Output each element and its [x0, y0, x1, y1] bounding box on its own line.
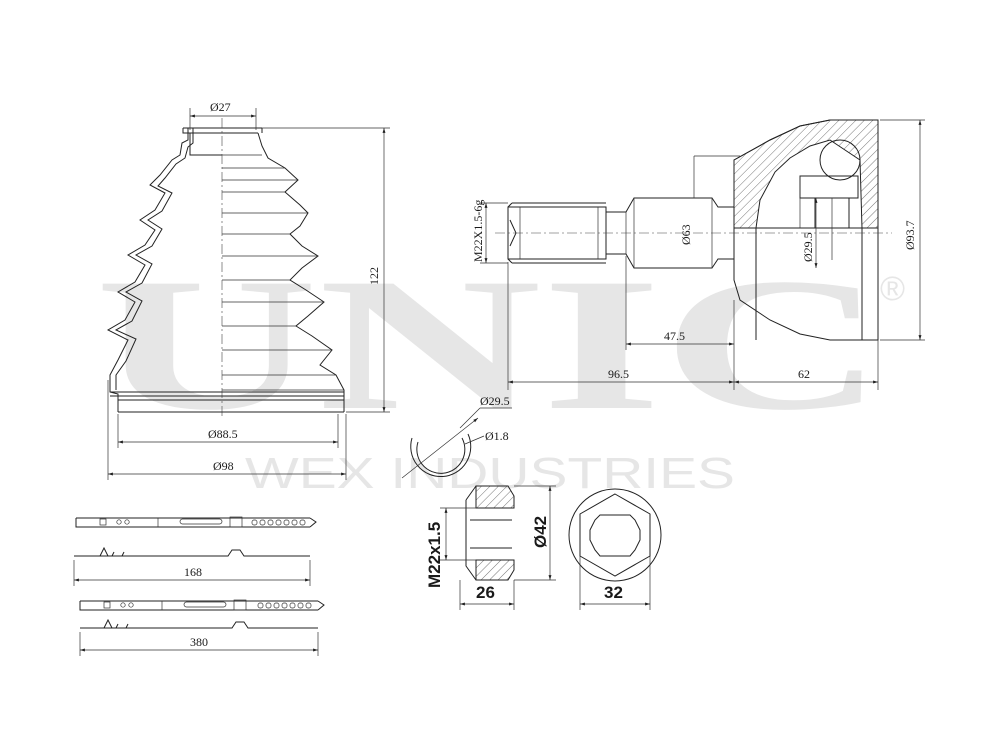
clamp-large-length-label: 380 — [190, 635, 208, 649]
clamp-small-length-label: 168 — [184, 565, 202, 579]
joint-inner-diameter-label: Ø29.5 — [801, 232, 815, 262]
nut-width-label: 32 — [604, 583, 623, 602]
joint-neck — [606, 197, 734, 269]
boot-section-outer — [106, 128, 189, 412]
boot-height-label: 122 — [367, 267, 381, 285]
circlip-drawing: Ø29.5 Ø1.8 — [401, 394, 512, 479]
boot-small-diameter-label: Ø27 — [210, 100, 231, 114]
joint-outer-diameter-label: Ø93.7 — [903, 220, 917, 250]
boot-drawing: Ø27 122 Ø88.5 Ø98 — [106, 100, 390, 480]
nut-side-outline — [465, 485, 514, 581]
joint-bell-hatch-top — [733, 119, 879, 229]
circlip-outer — [410, 433, 472, 477]
boot-outer-diameter-label: Ø98 — [213, 459, 234, 473]
nut-height-label: 26 — [476, 583, 495, 602]
clamp-large-holes — [257, 602, 312, 609]
nut-side-drawing: Ø42 M22x1.5 26 — [425, 485, 556, 610]
joint-cage — [799, 175, 859, 199]
joint-shaft-length-label: 47.5 — [664, 329, 685, 343]
watermark-brand: UNIC — [95, 240, 885, 450]
nut-thread-label: M22x1.5 — [425, 522, 444, 588]
nut-front-bore — [589, 514, 641, 557]
clamp-small-drawing: 168 — [73, 516, 317, 586]
nut-front-outer-circle — [568, 488, 662, 582]
circlip-inner — [416, 437, 466, 474]
clamp-small-band — [75, 517, 317, 528]
joint-shaft-diameter-label: Ø63 — [679, 224, 693, 245]
joint-stub-length-label: 96.5 — [608, 367, 629, 381]
boot-bottom-collar — [110, 391, 344, 413]
joint-ball — [819, 139, 861, 181]
nut-side-hatch-top — [475, 485, 515, 509]
clamp-large-drawing: 380 — [79, 599, 325, 656]
boot-band-diameter-label: Ø88.5 — [208, 427, 238, 441]
clamp-small-holes — [251, 519, 306, 526]
nut-front-hexagon — [579, 493, 651, 577]
joint-thread-label: M22X1.5-6g — [471, 200, 485, 262]
boot-exterior — [257, 132, 345, 412]
clamp-large-side — [80, 618, 318, 629]
boot-top-collar — [182, 127, 263, 156]
circlip-diameter-label: Ø29.5 — [480, 394, 510, 408]
nut-diameter-label: Ø42 — [531, 516, 550, 548]
clamp-large-band — [79, 600, 325, 611]
clamp-small-side — [74, 546, 310, 557]
watermark: UNIC ® WEX INDUSTRIES — [95, 240, 905, 498]
watermark-registered-mark: ® — [880, 270, 905, 308]
circlip-wire-label: Ø1.8 — [485, 429, 509, 443]
nut-side-hatch-bottom — [475, 559, 515, 581]
boot-section-inner — [114, 128, 194, 390]
boot-folds — [222, 154, 344, 391]
joint-bell-length-label: 62 — [798, 367, 810, 381]
joint-thread-section — [507, 202, 607, 264]
nut-front-drawing: 32 — [568, 488, 662, 610]
cv-joint-drawing: M22X1.5-6g Ø63 Ø29.5 Ø93.7 47.5 96.5 62 — [471, 119, 925, 390]
